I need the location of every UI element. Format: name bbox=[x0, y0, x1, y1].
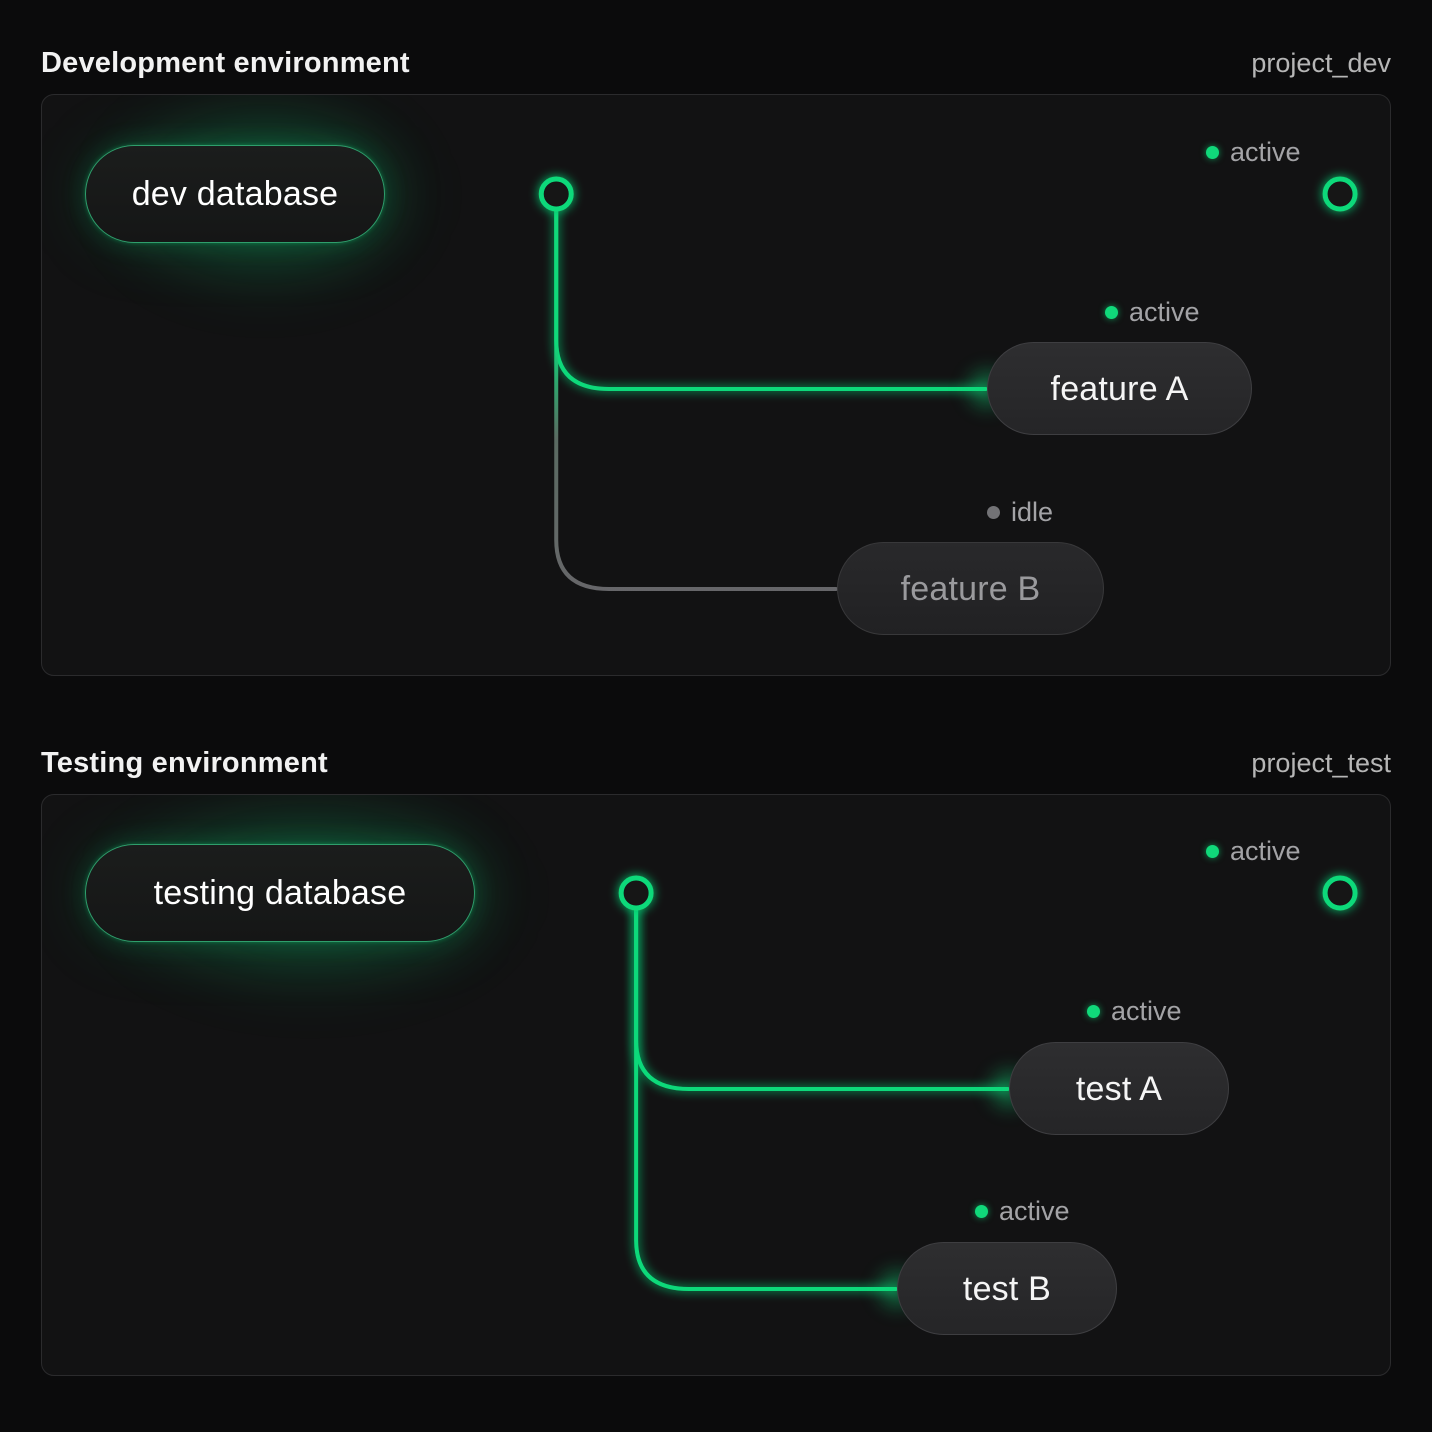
status-dot-icon bbox=[975, 1205, 988, 1218]
status-dot-icon bbox=[987, 506, 1000, 519]
status-label: active bbox=[1230, 836, 1301, 866]
status-label: active bbox=[1129, 297, 1200, 327]
status-label: active bbox=[999, 1196, 1070, 1226]
panel-development: active dev database active feature A idl… bbox=[41, 94, 1391, 676]
page-title-development: Development environment bbox=[41, 46, 410, 79]
status-badge-test-b: active bbox=[975, 1198, 1070, 1225]
node-feature-a[interactable]: feature A bbox=[987, 342, 1252, 435]
node-test-b[interactable]: test B bbox=[897, 1242, 1117, 1335]
node-label: dev database bbox=[131, 175, 339, 213]
page-title-testing: Testing environment bbox=[41, 746, 328, 779]
node-label: testing database bbox=[153, 874, 407, 912]
node-feature-b[interactable]: feature B bbox=[837, 542, 1104, 635]
node-label: test B bbox=[962, 1269, 1052, 1308]
status-label: active bbox=[1230, 137, 1301, 167]
node-dev-database[interactable]: dev database bbox=[85, 145, 385, 243]
status-badge-test-trunk: active bbox=[1206, 838, 1301, 865]
edge-junction-to-feature-a bbox=[554, 192, 988, 391]
node-label: test A bbox=[1075, 1069, 1163, 1108]
node-label: feature B bbox=[900, 569, 1041, 608]
node-test-a[interactable]: test A bbox=[1009, 1042, 1229, 1135]
status-dot-icon bbox=[1206, 146, 1219, 159]
status-badge-feature-b: idle bbox=[987, 499, 1053, 526]
status-badge-test-a: active bbox=[1087, 998, 1182, 1025]
project-tag-testing: project_test bbox=[1251, 747, 1391, 778]
edge-junction-to-test-b bbox=[634, 891, 898, 1291]
panel-testing: active testing database active test A ac… bbox=[41, 794, 1391, 1376]
edge-junction-to-test-a bbox=[634, 891, 1010, 1091]
section-development: Development environment project_dev bbox=[41, 32, 1391, 676]
node-label: feature A bbox=[1050, 369, 1189, 408]
section-testing: Testing environment project_test bbox=[41, 732, 1391, 1376]
edge-canvas-testing bbox=[42, 795, 1390, 1375]
section-header-development: Development environment project_dev bbox=[41, 32, 1391, 94]
edge-junction-to-feature-b bbox=[554, 192, 838, 591]
edge-canvas-development bbox=[42, 95, 1390, 675]
trunk-endpoint-node-test[interactable] bbox=[1322, 875, 1358, 911]
status-badge-feature-a: active bbox=[1105, 299, 1200, 326]
status-badge-dev-trunk: active bbox=[1206, 139, 1301, 166]
section-header-testing: Testing environment project_test bbox=[41, 732, 1391, 794]
status-label: idle bbox=[1011, 497, 1054, 527]
status-dot-icon bbox=[1105, 306, 1118, 319]
status-label: active bbox=[1111, 996, 1182, 1026]
status-dot-icon bbox=[1206, 845, 1219, 858]
junction-node-test[interactable] bbox=[618, 875, 654, 911]
trunk-endpoint-node-dev[interactable] bbox=[1322, 176, 1358, 212]
status-dot-icon bbox=[1087, 1005, 1100, 1018]
node-testing-database[interactable]: testing database bbox=[85, 844, 475, 942]
junction-node-dev[interactable] bbox=[538, 176, 574, 212]
project-tag-development: project_dev bbox=[1251, 47, 1391, 78]
